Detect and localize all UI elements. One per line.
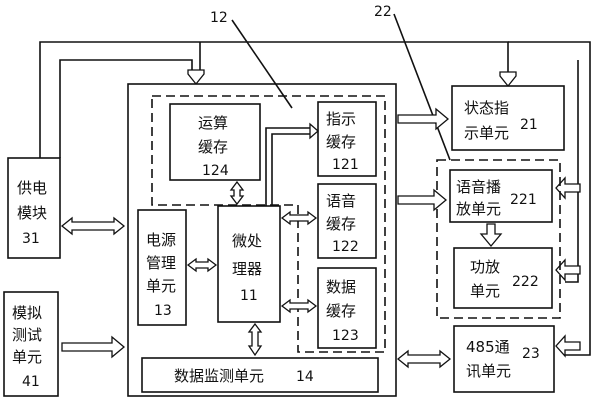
comm485-line1: 485通 — [466, 338, 510, 356]
voice-cache-line2: 缓存 — [326, 215, 356, 233]
voice-play-line2: 放单元 — [456, 200, 501, 218]
arrow-processor-data-cache — [280, 298, 318, 314]
data-cache-line1: 数据 — [326, 278, 356, 296]
calc-cache-block — [169, 103, 261, 181]
power-mgmt-line3: 单元 — [146, 277, 176, 295]
amplifier-number: 222 — [512, 274, 539, 290]
callout-22: 22 — [374, 4, 392, 20]
arrow-analog-test-main — [61, 335, 126, 359]
arrow-to-voice-play — [397, 188, 448, 212]
arrow-processor-data-monitor — [247, 322, 263, 357]
amplifier-line1: 功放 — [470, 258, 500, 276]
voice-cache-line1: 语音 — [326, 192, 356, 210]
arrow-down-status — [499, 71, 517, 88]
status-indicator-line2: 示单元 — [464, 124, 509, 142]
arrow-to-indicator-cache — [309, 122, 319, 140]
analog-test-block — [3, 291, 59, 397]
data-cache-block — [317, 267, 377, 349]
arrow-to-status-indicator — [397, 107, 450, 131]
data-monitor-number: 14 — [296, 369, 314, 385]
data-cache-line2: 缓存 — [326, 302, 356, 320]
amplifier-line2: 单元 — [470, 282, 500, 300]
arrow-power-mgmt-processor — [186, 257, 218, 273]
processor-group-12 — [151, 95, 386, 353]
power-supply-number: 31 — [22, 231, 40, 247]
right-bus — [508, 41, 591, 356]
amplifier-block — [453, 247, 553, 309]
voice-play-line1: 语音播 — [456, 178, 501, 196]
indicator-cache-block — [317, 101, 377, 177]
supply-bus-inner — [59, 59, 193, 158]
voice-play-number: 221 — [510, 192, 537, 208]
comm485-number: 23 — [522, 346, 540, 362]
power-supply-block — [7, 157, 61, 259]
voice-cache-number: 122 — [332, 239, 359, 255]
indicator-cache-line2: 缓存 — [326, 133, 356, 151]
arrow-down-main — [187, 69, 205, 86]
arrow-power-supply-main — [60, 216, 126, 236]
microprocessor-line1: 微处 — [232, 232, 262, 250]
microprocessor-line2: 理器 — [232, 260, 262, 278]
supply-bus-left — [39, 41, 509, 158]
calc-cache-line2: 缓存 — [198, 138, 228, 156]
status-indicator-line1: 状态指 — [464, 99, 509, 117]
audio-group-22 — [436, 159, 561, 319]
data-monitor-block — [141, 357, 379, 393]
arrow-processor-voice-cache — [280, 210, 318, 226]
power-mgmt-block — [137, 209, 187, 326]
arrow-voice-play-amplifier — [479, 223, 503, 248]
calc-cache-number: 124 — [202, 163, 229, 179]
data-cache-number: 123 — [332, 328, 359, 344]
arrow-calc-cache-processor — [229, 180, 245, 206]
comm485-line2: 讯单元 — [466, 362, 511, 380]
analog-test-number: 41 — [22, 374, 40, 390]
callout-22-leader — [393, 13, 451, 161]
analog-test-line1: 模拟 — [12, 304, 42, 322]
power-mgmt-number: 13 — [154, 303, 172, 319]
power-mgmt-line1: 电源 — [146, 231, 176, 249]
arrow-left-comm485 — [555, 334, 581, 358]
voice-cache-block — [317, 183, 377, 259]
calc-cache-line1: 运算 — [198, 114, 228, 132]
indicator-cache-number: 121 — [332, 157, 359, 173]
comm485-block — [453, 325, 555, 393]
callout-12-leader — [231, 19, 293, 109]
analog-test-line2: 测试 — [12, 326, 42, 344]
status-indicator-block — [451, 85, 565, 151]
voice-play-block — [449, 169, 553, 223]
callout-12: 12 — [210, 10, 228, 26]
microprocessor-number: 11 — [240, 288, 258, 304]
data-monitor-label: 数据监测单元 — [174, 367, 264, 385]
arrow-main-comm485 — [396, 349, 452, 369]
bus-processor-indicator — [265, 127, 310, 206]
analog-test-line3: 单元 — [12, 348, 42, 366]
right-bus-inner — [565, 60, 579, 283]
indicator-cache-line1: 指示 — [326, 110, 356, 128]
status-indicator-number: 21 — [520, 117, 538, 133]
bus-processor-indicator-2 — [271, 133, 310, 206]
power-supply-line2: 模块 — [17, 204, 47, 222]
power-mgmt-line2: 管理 — [146, 254, 176, 272]
microprocessor-block — [217, 205, 281, 323]
power-supply-line1: 供电 — [17, 179, 47, 197]
